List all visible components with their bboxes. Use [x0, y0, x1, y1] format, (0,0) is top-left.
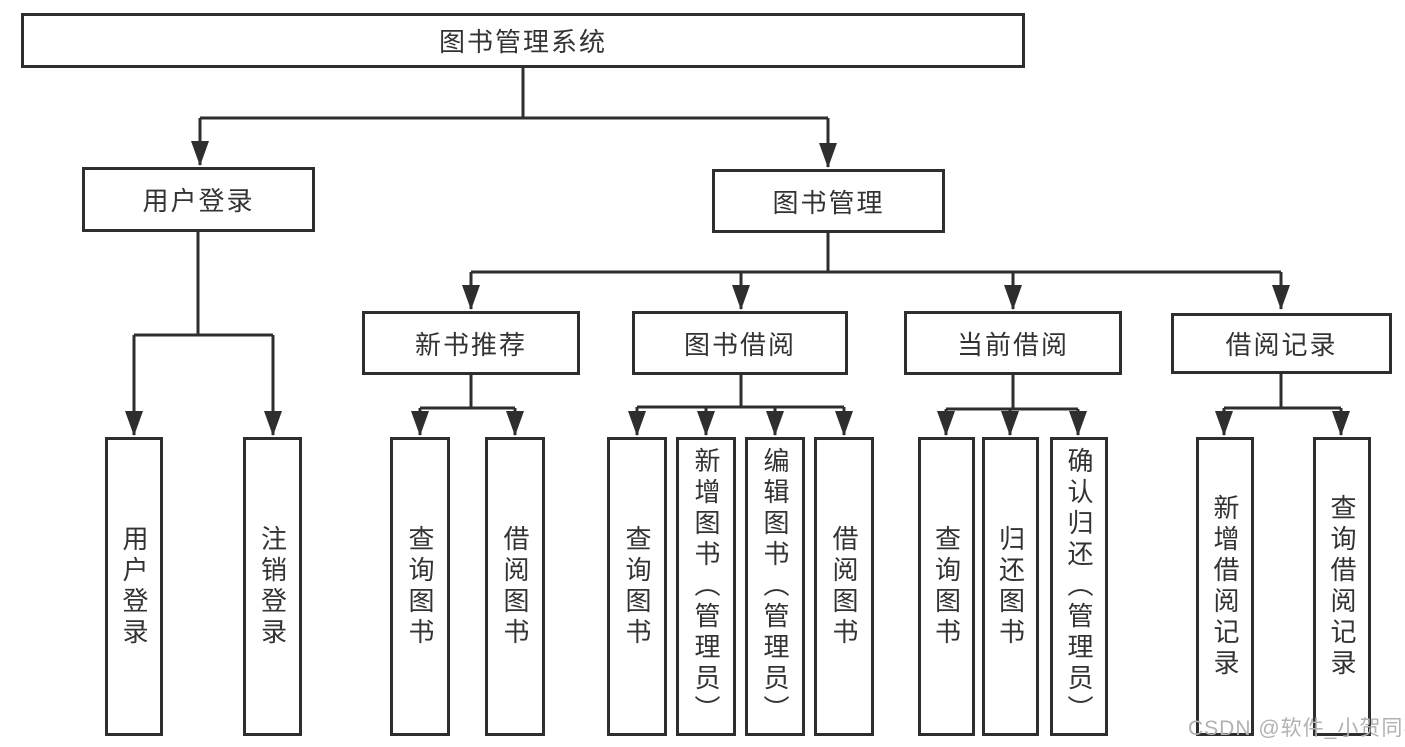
leaf-records-add-record-label: 新增借阅记录 [1210, 493, 1240, 680]
node-current-borrowing: 当前借阅 [904, 311, 1122, 375]
leaf-recommend-borrow-book-label: 借阅图书 [500, 524, 530, 649]
leaf-user-login: 用户登录 [105, 437, 163, 736]
leaf-borrowing-add-book-admin: 新增图书（管理员） [676, 437, 736, 736]
node-book-borrowing-label: 图书借阅 [683, 329, 796, 360]
leaf-logout-label: 注销登录 [257, 524, 288, 649]
node-user-login-label: 用户登录 [142, 186, 255, 216]
leaf-borrowing-edit-book-admin: 编辑图书（管理员） [745, 437, 805, 736]
leaf-current-return-book: 归还图书 [982, 437, 1039, 736]
node-new-book-recommend: 新书推荐 [362, 311, 580, 375]
leaf-records-add-record: 新增借阅记录 [1196, 437, 1254, 736]
leaf-borrowing-query-book: 查询图书 [607, 437, 667, 736]
leaf-borrowing-borrow-book: 借阅图书 [814, 437, 874, 736]
node-book-management: 图书管理 [712, 169, 945, 233]
leaf-logout: 注销登录 [243, 437, 302, 736]
leaf-current-return-book-label: 归还图书 [995, 524, 1026, 649]
leaf-borrowing-borrow-book-label: 借阅图书 [829, 524, 859, 649]
arrowheads [125, 141, 1350, 436]
leaf-user-login-label: 用户登录 [119, 524, 149, 649]
leaf-borrowing-add-book-admin-label: 新增图书（管理员） [691, 447, 721, 726]
node-book-borrowing: 图书借阅 [632, 311, 848, 375]
leaf-borrowing-edit-book-admin-label: 编辑图书（管理员） [760, 447, 790, 726]
node-current-borrowing-label: 当前借阅 [956, 329, 1069, 360]
leaf-records-query-record: 查询借阅记录 [1313, 437, 1371, 736]
leaf-recommend-query-book: 查询图书 [390, 437, 450, 736]
node-root: 图书管理系统 [21, 13, 1025, 68]
leaf-recommend-query-book-label: 查询图书 [405, 524, 435, 649]
leaf-borrowing-query-book-label: 查询图书 [622, 524, 652, 649]
leaf-recommend-borrow-book: 借阅图书 [485, 437, 545, 736]
node-root-label: 图书管理系统 [438, 27, 607, 57]
node-borrow-records: 借阅记录 [1171, 313, 1392, 374]
leaf-records-query-record-label: 查询借阅记录 [1327, 493, 1357, 680]
leaf-current-confirm-return-admin: 确认归还（管理员） [1050, 437, 1108, 736]
csdn-watermark: CSDN @软件_小贺同学 [1188, 717, 1405, 740]
node-borrow-records-label: 借阅记录 [1225, 330, 1338, 360]
node-book-management-label: 图书管理 [772, 187, 885, 218]
node-user-login: 用户登录 [82, 167, 315, 232]
node-new-book-recommend-label: 新书推荐 [414, 329, 527, 360]
leaf-current-query-book: 查询图书 [918, 437, 975, 736]
leaf-current-confirm-return-admin-label: 确认归还（管理员） [1064, 447, 1094, 726]
leaf-current-query-book-label: 查询图书 [931, 524, 962, 649]
